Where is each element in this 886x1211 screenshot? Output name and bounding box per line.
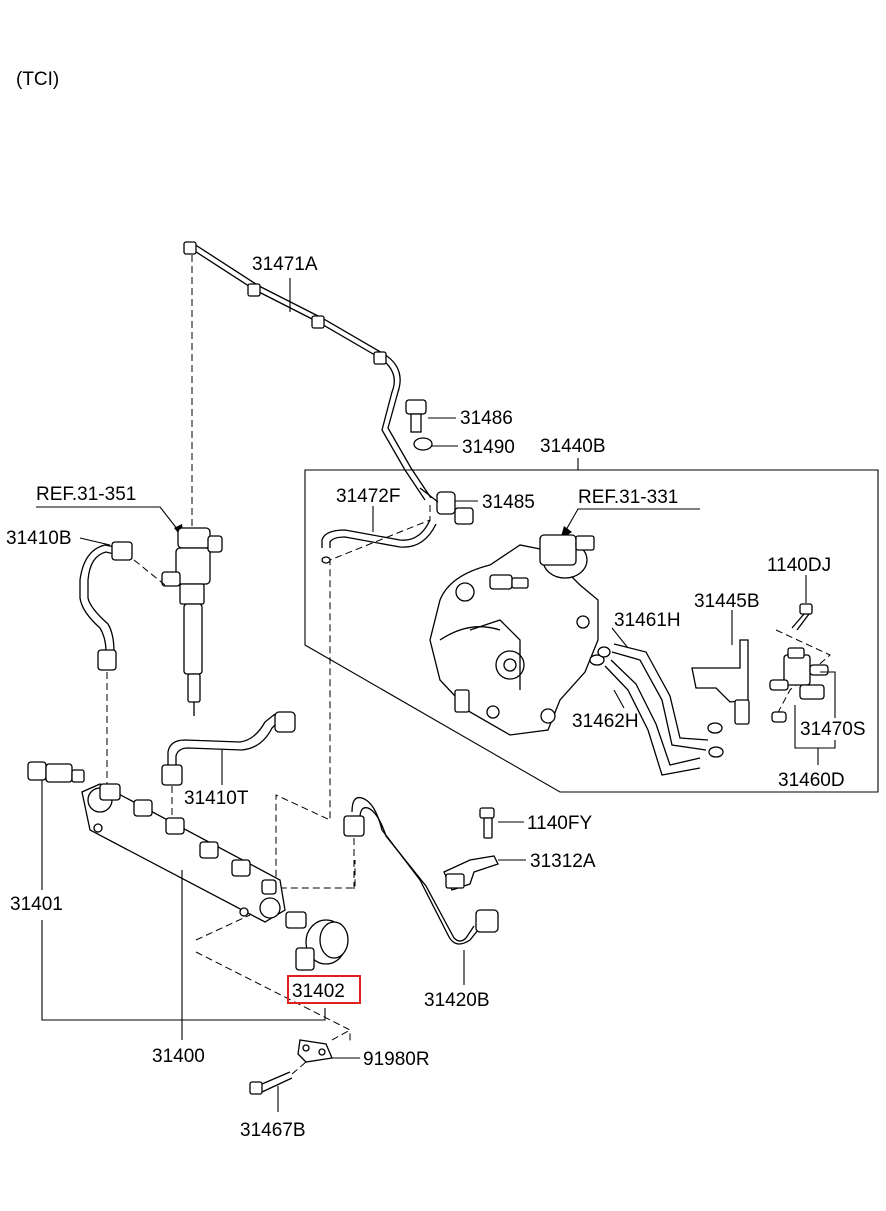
label-31400[interactable]: 31400 [152,1046,205,1067]
high-pressure-pump[interactable] [429,534,599,736]
hose-clip-1 [589,654,605,666]
guide-31467B [291,1061,307,1075]
label-1140FY[interactable]: 1140FY [527,813,592,834]
hose-31462H[interactable] [604,659,701,776]
label-31445B[interactable]: 31445B [694,591,760,612]
label-31401[interactable]: 31401 [10,894,63,915]
bracket-31312A[interactable] [443,855,499,891]
label-ref-31-331[interactable]: REF.31-331 [578,487,678,508]
guide-91980R [331,1029,351,1041]
label-31485[interactable]: 31485 [482,492,535,513]
label-31312A[interactable]: 31312A [530,851,596,872]
bracket-31445B[interactable] [691,639,750,725]
label-31471A[interactable]: 31471A [252,254,318,275]
leader-31401-bottom [41,920,326,1021]
bolt-1140FY[interactable] [479,807,495,839]
label-31462H[interactable]: 31462H [572,711,639,732]
washer-31490[interactable] [413,437,433,451]
variant-label: (TCI) [16,69,59,90]
feed-tube-31472F[interactable] [321,519,437,564]
label-31461H[interactable]: 31461H [614,610,681,631]
label-ref-31-351[interactable]: REF.31-351 [36,484,136,505]
return-hose-31471A[interactable] [183,241,432,501]
label-31486[interactable]: 31486 [460,408,513,429]
fitting-31485[interactable] [419,487,474,525]
label-31490[interactable]: 31490 [462,437,515,458]
leader-ref-31-331 [565,508,700,531]
guide-31410B-injector [133,559,166,586]
high-pressure-pipe-31420B[interactable] [343,796,499,945]
bracket-91980R[interactable] [297,1039,333,1063]
label-1140DJ[interactable]: 1140DJ [767,555,831,576]
injection-pipe-31410T[interactable] [161,711,296,786]
leader-31461H [611,627,629,649]
leader-31462H [613,689,625,709]
guide-return-rail [275,505,431,889]
hose-31461H[interactable] [611,643,709,751]
leader-ref-31-351 [36,506,179,531]
highlight-31402 [287,975,361,1004]
label-31410B[interactable]: 31410B [6,528,72,549]
label-31460D[interactable]: 31460D [778,770,845,791]
hose-clip-4 [708,746,724,758]
injector[interactable] [161,527,223,716]
pressure-regulator-31402[interactable] [285,911,349,971]
pump-group-outline [304,469,879,793]
label-31440B[interactable]: 31440B [540,436,606,457]
bolt-1140DJ[interactable] [791,603,813,631]
common-rail-31400[interactable] [81,783,286,923]
rail-pressure-sensor-31401[interactable] [27,761,85,783]
bolt-31467B[interactable] [249,1071,293,1095]
return-connector-4 [373,351,387,365]
label-31402[interactable]: 31402 [292,981,345,1002]
label-31470S[interactable]: 31470S [800,719,866,740]
banjo-bolt-31486[interactable] [405,399,427,433]
guide-31402 [195,914,351,1044]
hose-clip-3 [707,722,723,734]
label-91980R[interactable]: 91980R [363,1049,430,1070]
return-connector-2 [247,283,261,297]
leader-31460D [794,705,836,749]
label-31472F[interactable]: 31472F [336,486,400,507]
leader-31470S [820,671,836,718]
valve-31470S[interactable] [769,647,829,723]
leader-31410B [79,537,111,546]
return-connector-1 [183,241,197,255]
injection-pipe-31410B[interactable] [79,541,133,671]
label-31410T[interactable]: 31410T [184,788,249,809]
label-31467B[interactable]: 31467B [240,1120,306,1141]
return-connector-3 [311,315,325,329]
label-31420B[interactable]: 31420B [424,990,490,1011]
hose-clip-2 [597,646,611,658]
